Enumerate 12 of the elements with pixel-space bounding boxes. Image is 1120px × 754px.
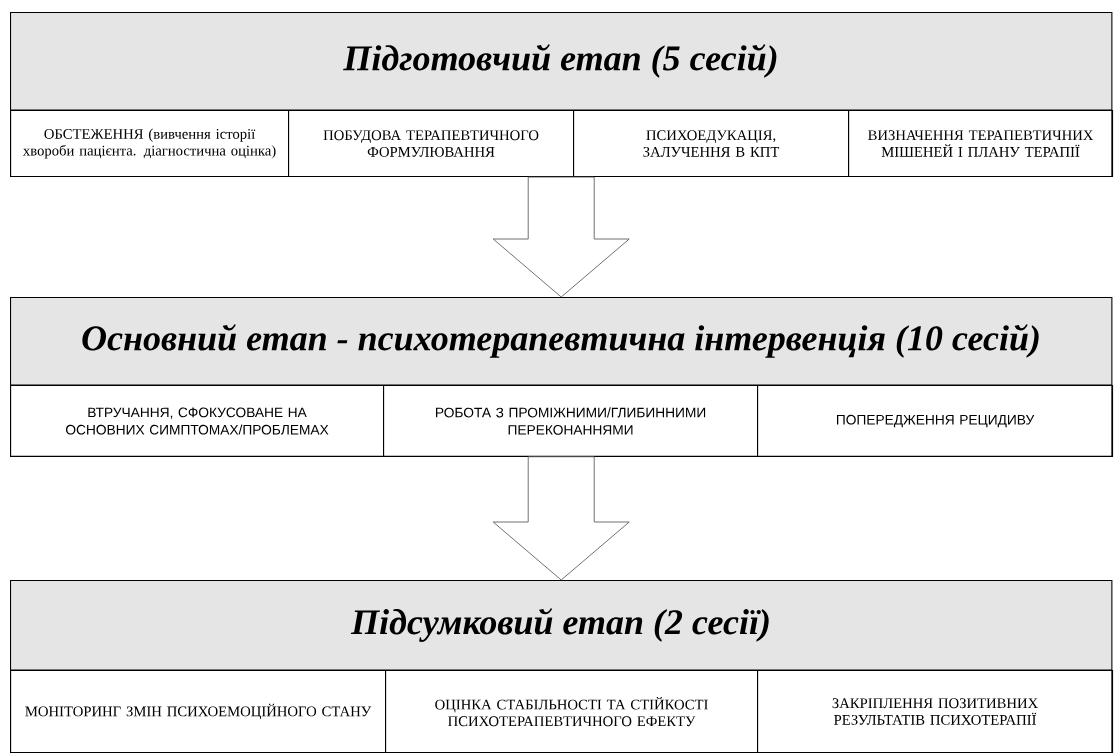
cell-box: ОБСТЕЖЕННЯ (вивчення історії хвороби пацієнта. діагностична оцінка) [10,110,290,178]
cell-box: ЗАКРІПЛЕННЯ ПОЗИТИВНИХ РЕЗУЛЬТАТІВ ПСИХОТЕРАПІЇ [757,670,1114,754]
cell-box: МОНІТОРИНГ ЗМІН ПСИХОЕМОЦІЙНОГО СТАНУ [10,670,387,754]
cell-box: ВИЗНАЧЕННЯ ТЕРАПЕВТИЧНИХ МІШЕНЕЙ І ПЛАНУ ТЕРАПІЇ [848,110,1114,178]
cell-box: РОБОТА З ПРОМІЖНИМИ/ГЛИБИННИМИ ПЕРЕКОНАННЯМИ [383,385,759,458]
block-arrow [492,176,630,298]
cell-box: ПОБУДОВА ТЕРАПЕВТИЧНОГО ФОРМУЛЮВАННЯ [288,110,575,178]
cell-box: ПОПЕРЕДЖЕННЯ РЕЦИДИВУ [757,385,1114,458]
cell-box: ВТРУЧАННЯ, СФОКУСОВАНЕ НА ОСНОВНИХ СИМПТОМАХ/ПРОБЛЕМАХ [10,385,385,458]
block-arrow [492,456,630,581]
cell-box: ОЦІНКА СТАБІЛЬНОСТІ ТА СТІЙКОСТІ ПСИХОТЕРАПЕВТИЧНОГО ЕФЕКТУ [385,670,759,754]
cell-box: ПСИХОЕДУКАЦІЯ, ЗАЛУЧЕННЯ В КПТ [573,110,850,178]
